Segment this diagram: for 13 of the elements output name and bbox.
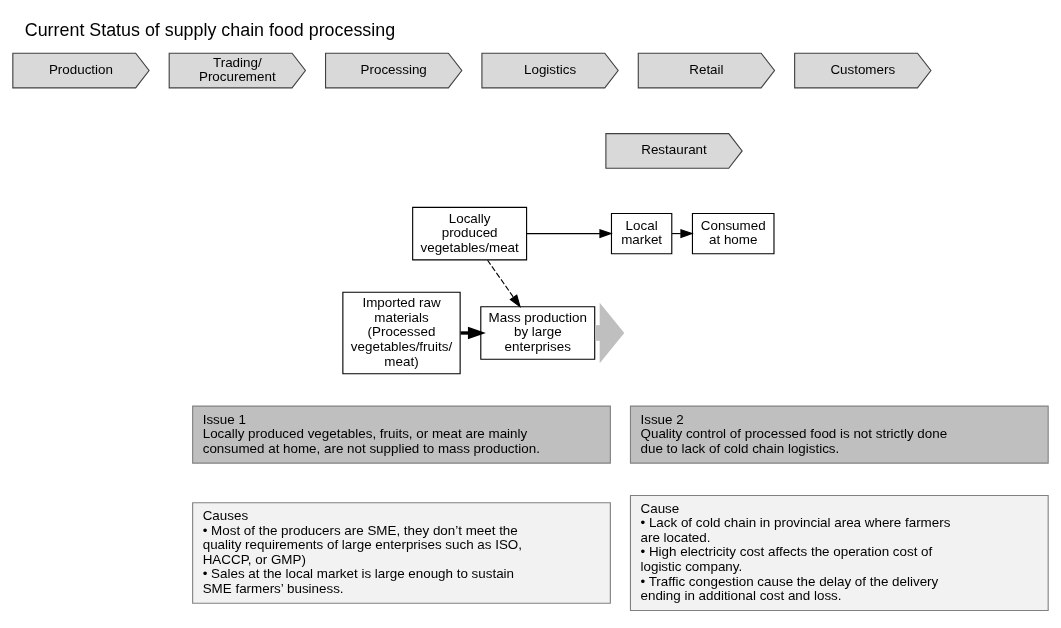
arrow bbox=[460, 326, 486, 340]
node-box: Local market bbox=[610, 212, 673, 255]
node-box: Issue 2 Quality control of processed food is not strictly done due to lack of cold chain logistics. bbox=[629, 405, 1049, 464]
arrow bbox=[526, 228, 613, 239]
node-box: Cause • Lack of cold chain in provincial area where farmers are located. • High electricity cost affects the operation cost of logistic company. • Traffic congestion cause the delay of the delivery ending in additional cost and loss. bbox=[629, 494, 1049, 612]
node-box: Locally produced vegetables/meat bbox=[412, 206, 528, 261]
arrow bbox=[486, 259, 521, 308]
node-box: Issue 1 Locally produced vegetables, fruits, or meat are mainly consumed at home, are not supplied to mass production. bbox=[192, 405, 611, 464]
node-box: Consumed at home bbox=[691, 212, 775, 255]
diagram-title: Current Status of supply chain food processing bbox=[24, 20, 396, 41]
node-box: Imported raw materials (Processed vegetables/fruits/ meat) bbox=[342, 291, 461, 375]
node-box: Causes • Most of the producers are SME, they don’t meet the quality requirements of large enterprises such as ISO, HACCP, or GMP) • Sales at the local market is large enough to sustain SME farmers’ business. bbox=[192, 502, 611, 604]
node-box: Mass production by large enterprises bbox=[480, 306, 596, 360]
